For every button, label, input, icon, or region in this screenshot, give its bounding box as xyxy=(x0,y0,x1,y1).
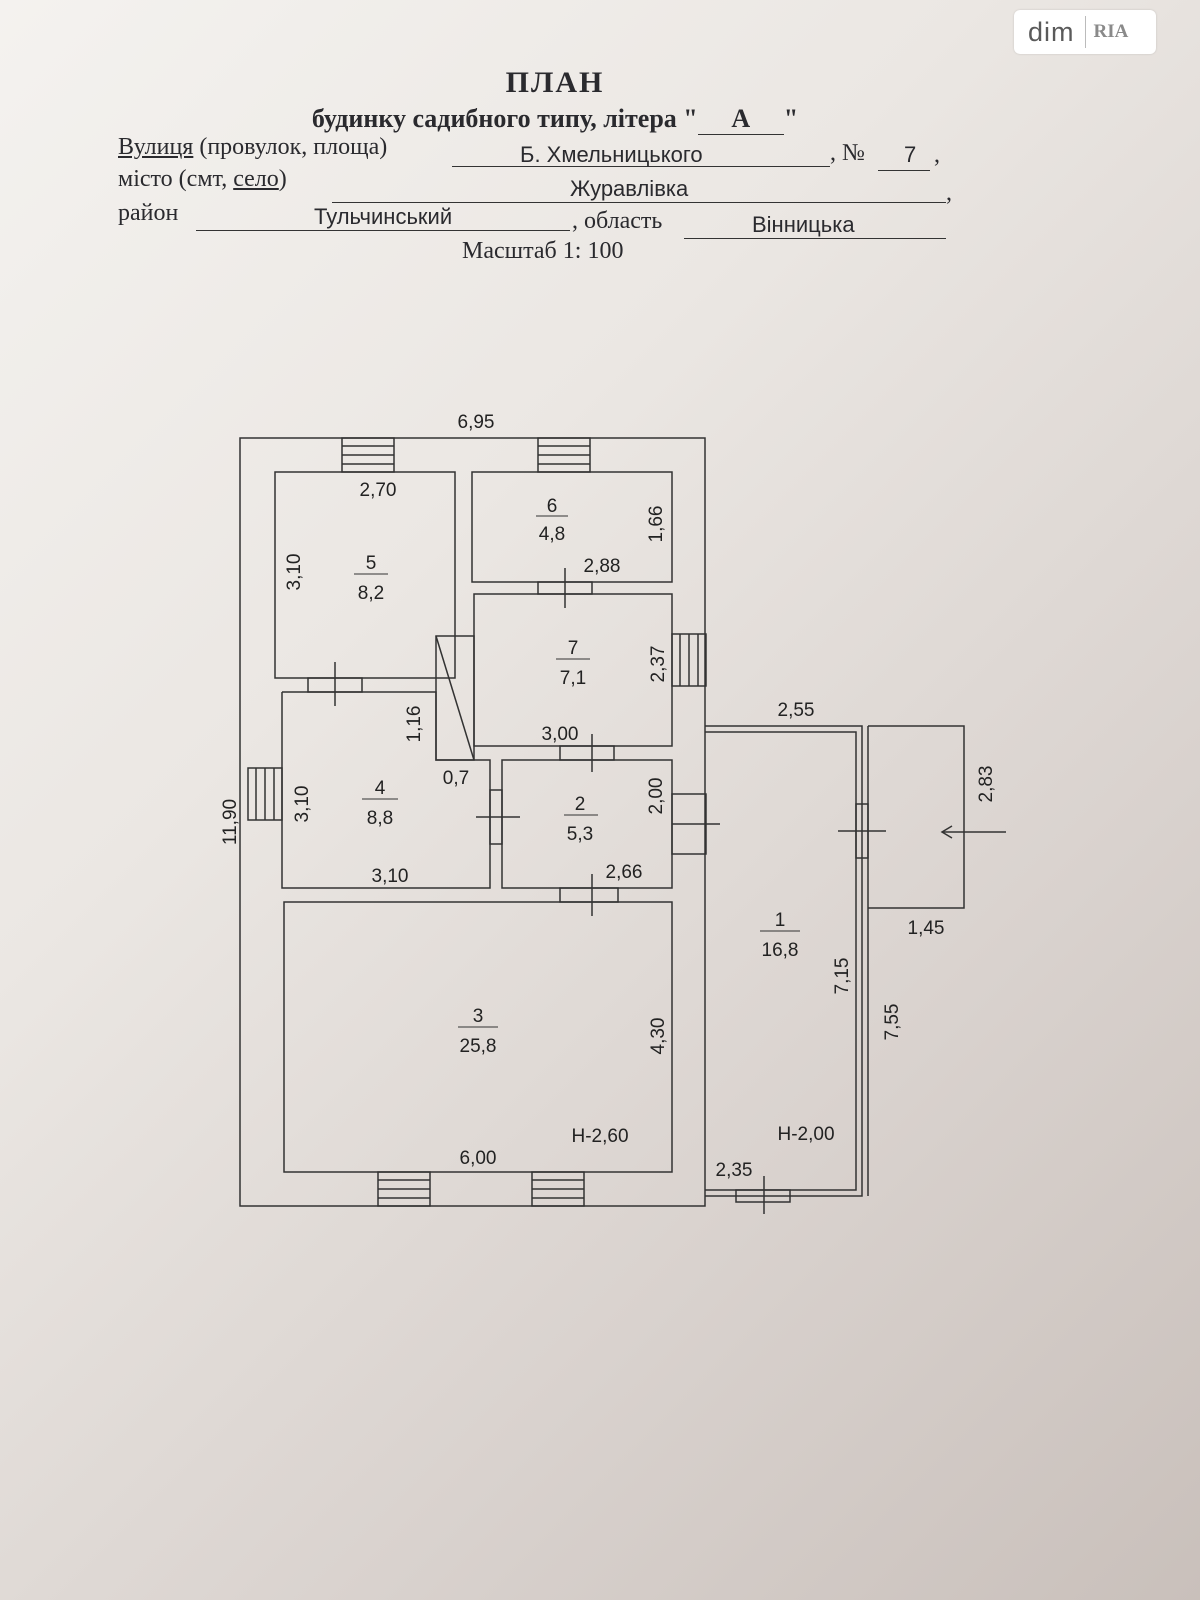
room-6-number: 6 xyxy=(547,496,558,517)
room-3-number: 3 xyxy=(473,1006,484,1027)
dim-ria-watermark: dim RIA xyxy=(1014,10,1156,54)
room-5-area: 8,2 xyxy=(358,583,384,604)
oblast-value: Вінницька xyxy=(752,212,855,237)
document-title: ПЛАН xyxy=(505,66,605,99)
dim-ext-right: 2,83 xyxy=(976,766,997,803)
dim-r1-inner: 7,15 xyxy=(832,958,853,995)
city-value: Журавлівка xyxy=(570,176,689,201)
watermark-ria-logo: RIA xyxy=(1093,21,1129,42)
subtitle-end: " xyxy=(783,104,799,133)
district-underline xyxy=(196,230,570,231)
dim-r4-height: 3,10 xyxy=(292,786,313,823)
dim-ext-bottom: 1,45 xyxy=(908,918,945,939)
street-label-rest: (провулок, площа) xyxy=(193,134,388,160)
scale-label: Масштаб 1: 100 xyxy=(462,238,624,264)
dim-r2-width: 2,66 xyxy=(606,862,643,883)
dimension-labels: 6,95 11,90 2,70 3,10 1,66 2,88 2,37 3,00… xyxy=(220,412,997,1181)
door-ext-bottom xyxy=(735,1189,791,1203)
room-1-area: 16,8 xyxy=(762,940,799,961)
dim-r2-height: 2,00 xyxy=(646,778,667,815)
corridor-stair xyxy=(435,635,475,761)
room-6-outline xyxy=(471,471,673,583)
subtitle-text: будинку садибного типу, літера " xyxy=(311,104,698,133)
city-label-underlined: село xyxy=(233,166,279,192)
room-4-area: 8,8 xyxy=(367,808,393,829)
dim-corridor-depth: 0,7 xyxy=(443,768,469,789)
dim-top-width: 6,95 xyxy=(458,412,495,433)
number-comma: , xyxy=(934,142,940,168)
room-3-outline xyxy=(283,901,673,1173)
watermark-dim-text: dim xyxy=(1028,16,1075,47)
document-subtitle: будинку садибного типу, літера "А" xyxy=(0,104,1110,135)
room-1-number: 1 xyxy=(775,910,786,931)
ceiling-ext: Н-2,00 xyxy=(777,1124,834,1145)
dim-r4-width: 3,10 xyxy=(372,866,409,887)
city-underline xyxy=(332,202,946,203)
room-4-outline xyxy=(281,691,491,889)
dim-r5-width: 2,70 xyxy=(360,480,397,501)
oblast-label: , область xyxy=(572,208,663,234)
street-underline xyxy=(452,166,830,167)
city-comma: , xyxy=(946,180,952,206)
dim-r3-height: 4,30 xyxy=(648,1018,669,1055)
room-5-number: 5 xyxy=(366,553,377,574)
corridor-outline xyxy=(435,635,475,761)
street-label: Вулиця (провулок, площа) xyxy=(118,134,387,161)
room-labels: 5 8,2 6 4,8 7 7,1 4 8,8 2 5,3 3 25,8 1 1… xyxy=(354,496,800,1057)
street-label-underlined: Вулиця xyxy=(118,134,194,160)
dim-r6-width: 2,88 xyxy=(584,556,621,577)
room-2-number: 2 xyxy=(575,794,586,815)
entry-arrow-head xyxy=(940,825,953,839)
door-7-2 xyxy=(559,745,615,761)
street-value: Б. Хмельницького xyxy=(520,142,703,167)
dim-r3-width: 6,00 xyxy=(460,1148,497,1169)
room-1-outline xyxy=(705,725,863,1197)
room-4-number: 4 xyxy=(375,778,386,799)
district-value: Тульчинський xyxy=(314,204,453,229)
ceiling-main: Н-2,60 xyxy=(571,1126,628,1147)
dim-r1-outer: 7,55 xyxy=(882,1004,903,1041)
room-2-area: 5,3 xyxy=(567,824,593,845)
dim-ext-bottom-left: 2,35 xyxy=(716,1160,753,1181)
dim-r5-height: 3,10 xyxy=(284,554,305,591)
number-underline xyxy=(878,170,930,171)
district-label: район xyxy=(118,200,179,226)
number-label: , № xyxy=(830,140,865,166)
room-6-area: 4,8 xyxy=(539,524,565,545)
room-7-area: 7,1 xyxy=(560,668,586,689)
city-label-a: місто (смт, xyxy=(118,166,234,192)
room-3-area: 25,8 xyxy=(460,1036,497,1057)
room-7-number: 7 xyxy=(568,638,579,659)
dim-total-height: 11,90 xyxy=(220,799,241,845)
watermark-divider xyxy=(1084,16,1086,48)
dim-r6-height: 1,66 xyxy=(646,506,667,543)
main-outer-wall xyxy=(239,437,706,1207)
number-value: 7 xyxy=(904,142,917,167)
porch-outline xyxy=(868,725,965,909)
letter-value: А xyxy=(697,104,784,135)
oblast-underline xyxy=(684,238,946,239)
dim-corridor-width: 1,16 xyxy=(404,706,425,743)
city-label-b: ) xyxy=(278,166,287,192)
dim-r7-width: 3,00 xyxy=(542,724,579,745)
city-label: місто (смт, село) xyxy=(118,166,287,193)
dim-ext-top: 2,55 xyxy=(778,700,815,721)
door-2-3 xyxy=(559,887,619,903)
dim-r7-height: 2,37 xyxy=(648,646,669,683)
